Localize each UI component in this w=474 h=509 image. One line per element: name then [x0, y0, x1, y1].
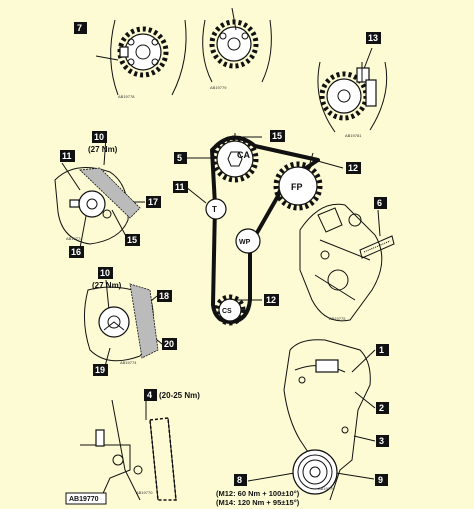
fuel-pump-pulley-label: FP	[291, 182, 303, 192]
callout-17: 16	[69, 246, 84, 258]
svg-text:7: 7	[77, 23, 82, 33]
svg-text:12: 12	[266, 295, 276, 305]
tensioner-pulley-label: T	[212, 205, 217, 214]
callout-14: 12	[346, 162, 361, 174]
svg-text:15: 15	[272, 131, 282, 141]
svg-text:13: 13	[368, 33, 378, 43]
panel-ref-fuel-pump: AB19781	[345, 133, 362, 138]
svg-text:6: 6	[377, 198, 382, 208]
callout-18: 17	[146, 196, 161, 208]
svg-text:12: 12	[348, 163, 358, 173]
svg-text:10: 10	[94, 132, 104, 142]
panel-ref-bracket: AB19770	[136, 490, 153, 495]
callout-10-upper: 10	[92, 131, 107, 143]
svg-text:17: 17	[148, 197, 158, 207]
panel-ref-camshaft: AB19778	[118, 94, 135, 99]
detail-timing-cover: AB19779	[283, 339, 371, 501]
water-pump-pulley-label: WP	[239, 239, 251, 246]
callout-20: 19	[93, 364, 108, 376]
panel-ref-cover: AB19779	[318, 486, 335, 491]
callout-16: 15	[125, 234, 140, 246]
svg-text:19: 19	[95, 365, 105, 375]
svg-text:15: 15	[127, 235, 137, 245]
svg-text:AB19770: AB19770	[69, 496, 99, 503]
crankshaft-damper-pulley	[292, 449, 338, 495]
svg-text:2: 2	[379, 403, 384, 413]
belt-routing: CA FP T WP CS	[205, 133, 323, 326]
callout-7: 7	[74, 22, 87, 34]
detail-camshaft-sprocket: AB19778	[110, 19, 187, 99]
svg-text:11: 11	[175, 182, 185, 192]
callout-10-lower: 10	[98, 267, 113, 279]
crankshaft-pulley-label: CS	[222, 308, 232, 315]
callout-12: 12	[264, 294, 279, 306]
callout-4: 4	[144, 389, 157, 401]
svg-text:1: 1	[379, 345, 384, 355]
callout-8: 8	[234, 474, 247, 486]
callout-11-center: 11	[173, 181, 188, 193]
callout-6: 6	[374, 197, 387, 209]
callout-1: 1	[376, 344, 389, 356]
water-pump-pulley: WP	[235, 228, 261, 254]
panel-ref-tensioner-lower: AB19774	[120, 360, 137, 365]
tensioner-pulley: T	[205, 198, 227, 220]
callout-15: 15	[270, 130, 285, 142]
callout-5: 5	[174, 152, 187, 164]
svg-text:10: 10	[100, 268, 110, 278]
torque-crank-m12: (M12: 60 Nm + 100±10°)	[216, 489, 300, 498]
callout-9: 9	[375, 474, 388, 486]
callout-13: 13	[366, 32, 381, 44]
svg-text:11: 11	[62, 151, 72, 161]
svg-text:18: 18	[159, 291, 169, 301]
callout-21: 20	[162, 338, 177, 350]
detail-tensioner-upper: AB19774	[54, 167, 141, 245]
callout-11-left: 11	[60, 150, 75, 162]
svg-text:8: 8	[237, 475, 242, 485]
svg-text:9: 9	[378, 475, 383, 485]
panel-ref-top: AB19779	[210, 85, 227, 90]
torque-item4: (20-25 Nm)	[159, 391, 200, 400]
torque-tensioner-lower: (27 Nm)	[92, 281, 122, 290]
detail-engine-mount: AB19775	[299, 203, 395, 322]
detail-bracket: AB19770	[80, 399, 177, 501]
svg-text:4: 4	[147, 390, 152, 400]
callout-2: 2	[376, 402, 389, 414]
figure-reference: AB19770	[65, 492, 107, 505]
torque-crank-m14: (M14: 120 Nm + 95±15°)	[216, 498, 300, 507]
panel-ref-engine-mount: AB19775	[329, 316, 346, 321]
detail-tensioner-lower: AB19774	[84, 283, 159, 365]
torque-tensioner-upper: (27 Nm)	[88, 145, 118, 154]
svg-text:20: 20	[164, 339, 174, 349]
svg-text:16: 16	[71, 247, 81, 257]
detail-timing-mark-top: AB19779	[202, 7, 272, 90]
callout-19: 18	[157, 290, 172, 302]
svg-text:5: 5	[177, 153, 182, 163]
panel-ref-tensioner-upper: AB19774	[66, 236, 83, 241]
svg-text:3: 3	[379, 436, 384, 446]
crankshaft-pulley: CS	[214, 294, 246, 326]
fuel-pump-pulley: FP	[273, 161, 323, 211]
detail-fuel-pump-sprocket: AB19781	[317, 61, 388, 138]
leader-lines	[61, 47, 381, 482]
camshaft-pulley-label: CA	[237, 150, 250, 160]
callout-3: 3	[376, 435, 389, 447]
